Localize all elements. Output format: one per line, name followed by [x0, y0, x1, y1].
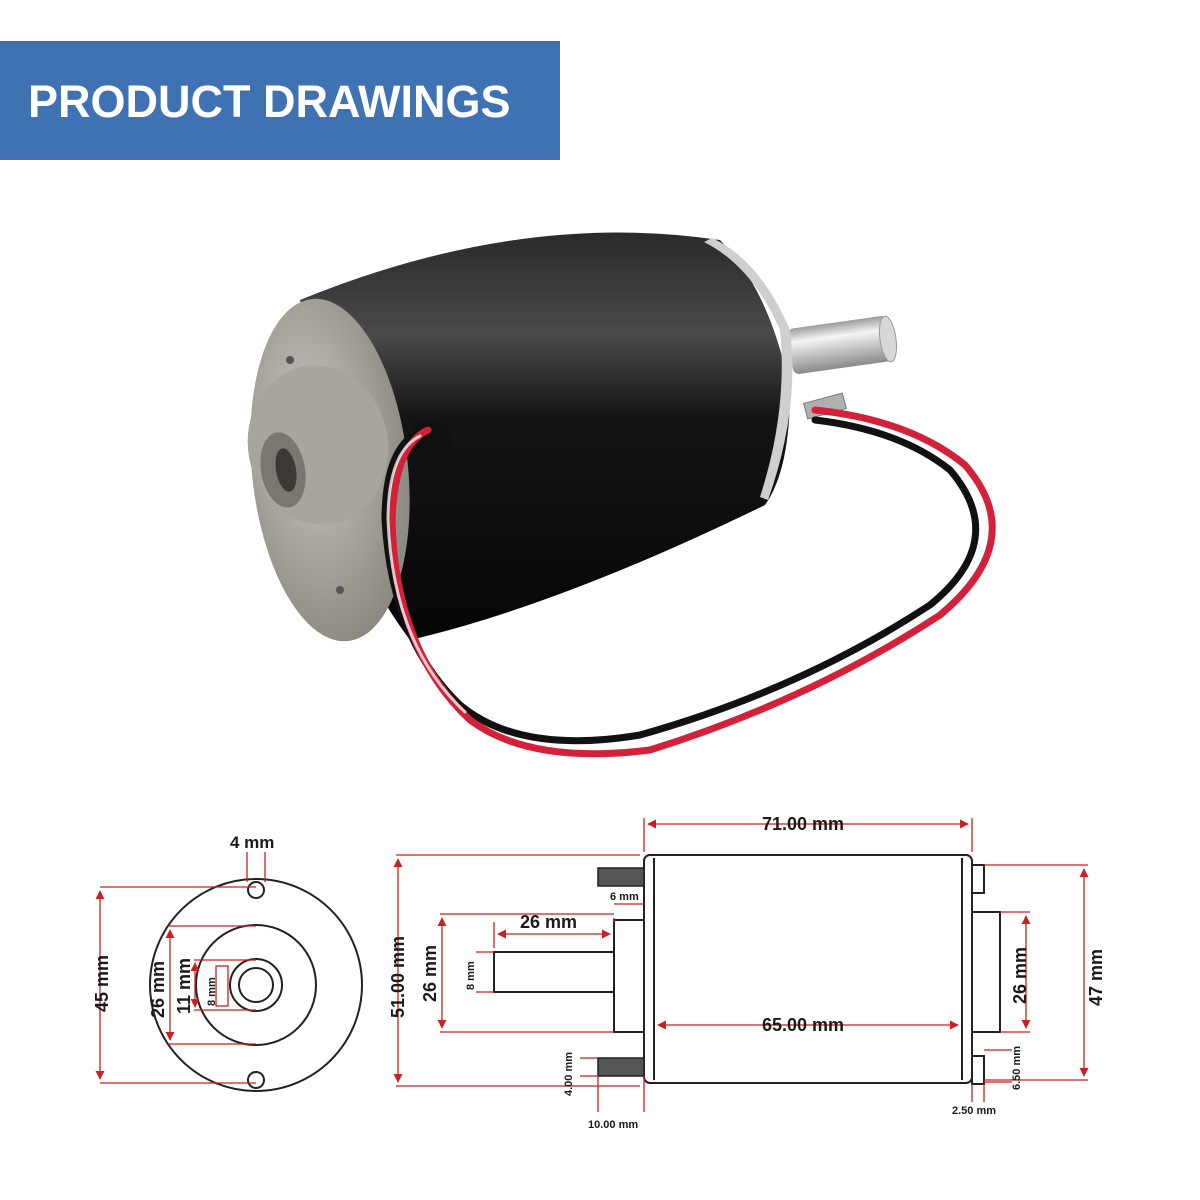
motor-shaft	[788, 315, 898, 374]
boss-step-label: 6 mm	[610, 891, 639, 903]
side-view	[493, 854, 1001, 1085]
overall-length-label: 71.00 mm	[762, 814, 844, 834]
motor-body	[300, 232, 790, 640]
front-inner-label: 11 mm	[174, 958, 194, 1014]
side-view-dimensions	[393, 818, 1089, 1112]
front-shaft-label: 8 mm	[206, 977, 218, 1006]
shaft-length-label: 26 mm	[520, 912, 577, 932]
body-diameter-label: 47 mm	[1086, 949, 1106, 1006]
rear-post-height-label: 6.50 mm	[1011, 1046, 1023, 1090]
screw-height-label: 4.00 mm	[563, 1052, 575, 1096]
title-banner: PRODUCT DRAWINGS	[0, 41, 560, 160]
front-view-dimensions	[95, 852, 266, 1084]
overall-height-label: 51.00 mm	[388, 936, 408, 1018]
mounting-screws	[597, 867, 645, 1077]
motor-end-cap	[247, 298, 410, 642]
rear-post-length-label: 2.50 mm	[952, 1105, 996, 1117]
boss-height-left-label: 26 mm	[420, 945, 440, 1002]
screw-length-label: 10.00 mm	[588, 1119, 638, 1131]
front-boss-label: 26 mm	[148, 961, 168, 1018]
front-hole-label: 4 mm	[230, 833, 274, 852]
motor-rear-rim	[704, 238, 793, 500]
motor-photo	[247, 232, 996, 758]
body-length-label: 65.00 mm	[762, 1015, 844, 1035]
motor-wires	[381, 406, 996, 758]
front-overall-label: 45 mm	[92, 955, 112, 1012]
shaft-diameter-label: 8 mm	[465, 961, 477, 990]
banner-title: PRODUCT DRAWINGS	[28, 76, 511, 127]
boss-height-right-label: 26 mm	[1010, 947, 1030, 1004]
